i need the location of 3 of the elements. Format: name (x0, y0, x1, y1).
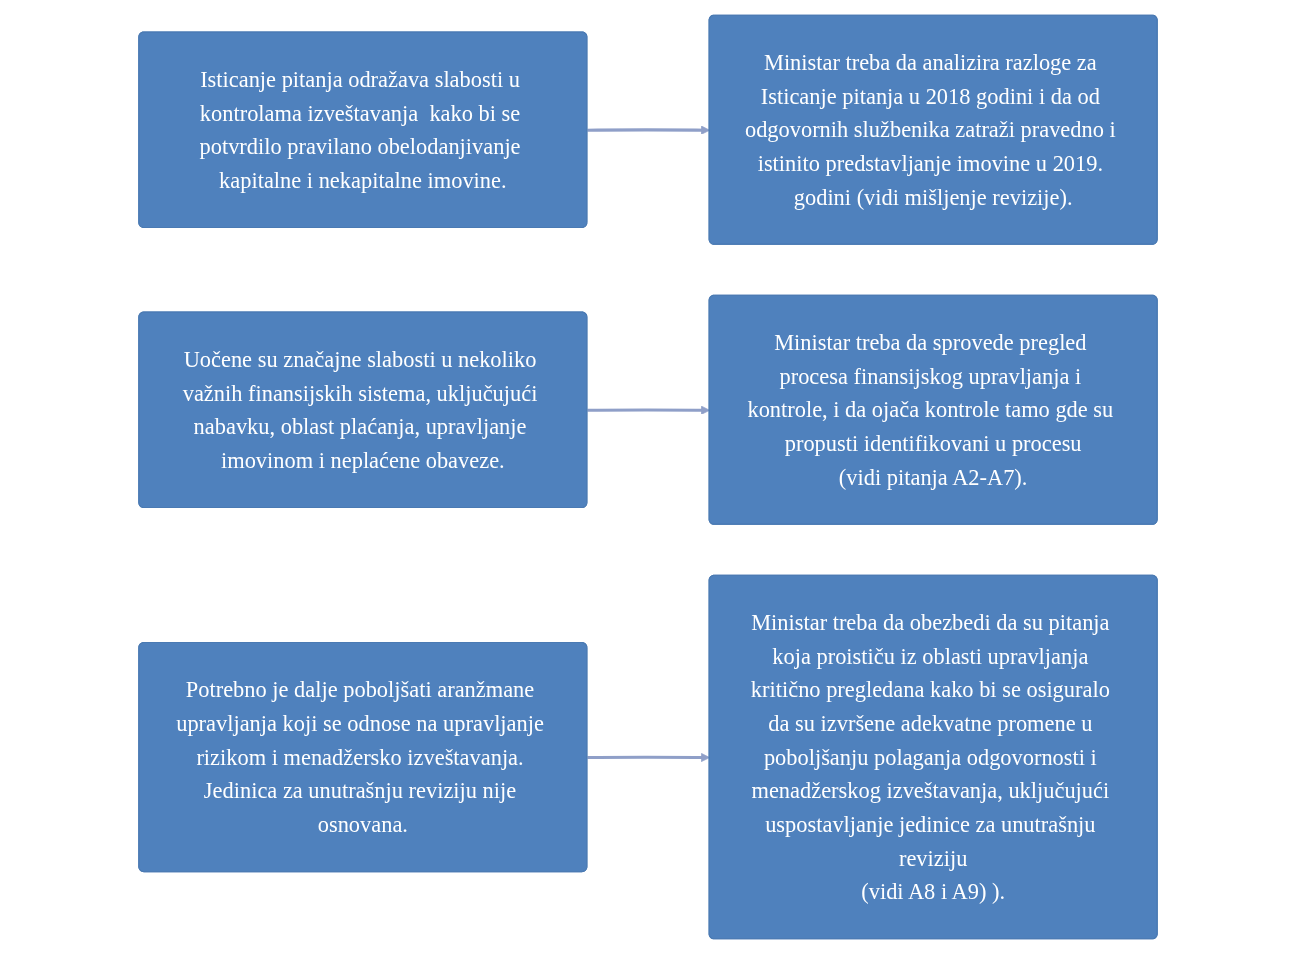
arrow (587, 125, 710, 135)
arrow (587, 752, 710, 762)
arrow (587, 405, 710, 415)
